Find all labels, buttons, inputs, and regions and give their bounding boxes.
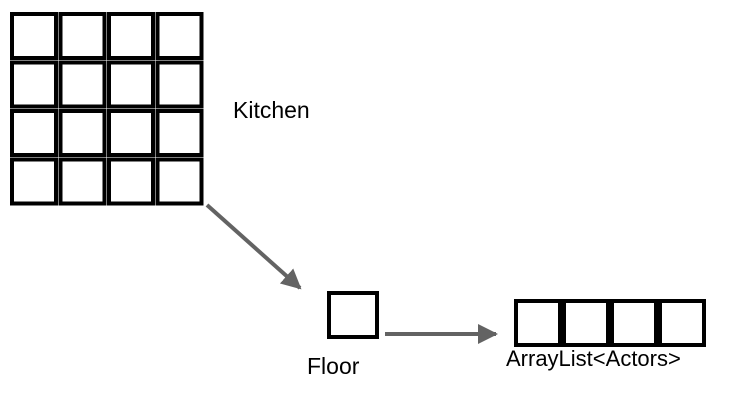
arraylist-cells bbox=[514, 299, 706, 347]
kitchen-cell bbox=[58, 12, 107, 60]
kitchen-cell bbox=[107, 60, 155, 109]
kitchen-cell bbox=[155, 109, 204, 157]
kitchen-cell bbox=[107, 12, 155, 60]
floor-label: Floor bbox=[307, 353, 360, 379]
kitchen-cell bbox=[10, 12, 58, 60]
kitchen-cell bbox=[155, 12, 204, 60]
kitchen-to-floor-arrow bbox=[205, 203, 302, 290]
floor-box bbox=[327, 291, 379, 339]
arraylist-cell bbox=[514, 299, 562, 347]
kitchen-cell bbox=[10, 157, 58, 206]
kitchen-cell bbox=[10, 109, 58, 157]
arraylist-cell bbox=[658, 299, 706, 347]
kitchen-cell bbox=[155, 157, 204, 206]
kitchen-cell bbox=[58, 60, 107, 109]
kitchen-cell bbox=[107, 109, 155, 157]
kitchen-label: Kitchen bbox=[233, 97, 310, 123]
arraylist-cell bbox=[562, 299, 610, 347]
kitchen-cell bbox=[58, 157, 107, 206]
floor-cell bbox=[327, 291, 379, 339]
kitchen-cell bbox=[155, 60, 204, 109]
arraylist-cell bbox=[610, 299, 658, 347]
kitchen-cell bbox=[58, 109, 107, 157]
kitchen-cell bbox=[107, 157, 155, 206]
kitchen-grid bbox=[10, 12, 204, 206]
arraylist-label: ArrayList<Actors> bbox=[506, 346, 681, 371]
kitchen-cell bbox=[10, 60, 58, 109]
